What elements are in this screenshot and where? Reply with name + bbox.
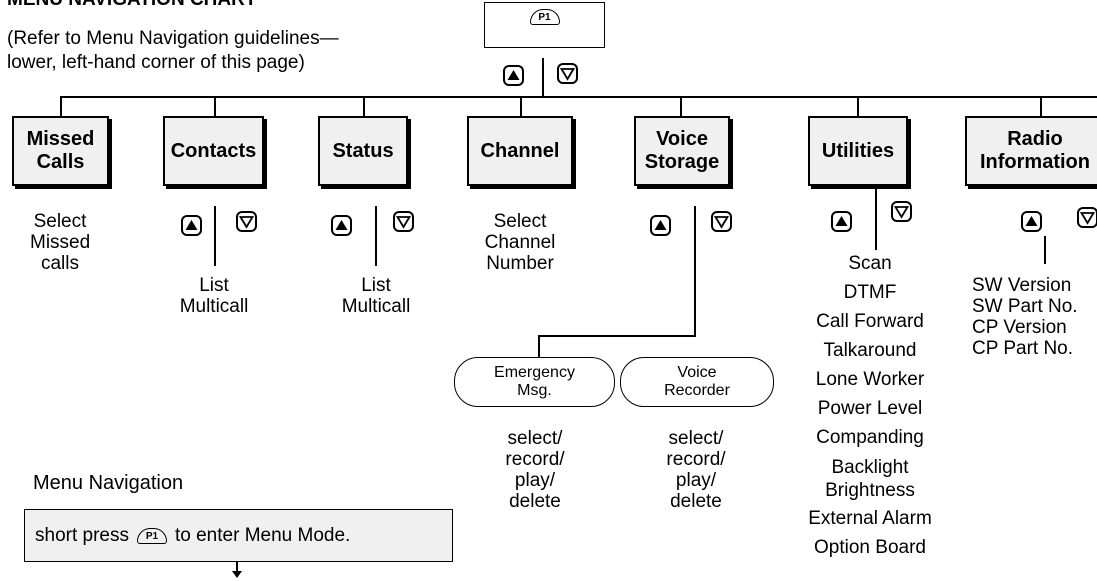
menu-missed-calls[interactable]: Missed Calls	[12, 116, 109, 186]
status-up-button[interactable]	[331, 215, 352, 236]
contacts-up-button[interactable]	[181, 215, 202, 236]
utilities-item: Option Board	[814, 537, 926, 558]
menu-status[interactable]: Status	[318, 116, 408, 186]
arrow-down-icon	[232, 571, 242, 578]
p1-key-icon: P1	[136, 527, 167, 544]
scroll-up-button[interactable]	[503, 65, 524, 86]
menu-navigation-box: short press P1 to enter Menu Mode.	[24, 509, 453, 562]
p1-key-icon: P1	[529, 9, 560, 25]
contacts-desc: List Multicall	[179, 275, 249, 317]
utilities-list: Scan DTMF Call Forward Talkaround Lone W…	[795, 253, 945, 566]
menu-navigation-heading: Menu Navigation	[33, 472, 184, 494]
radio-info-list: SW Version SW Part No. CP Version CP Par…	[972, 275, 1097, 359]
p1-key-box[interactable]: P1	[484, 2, 605, 48]
radio-info-item: SW Part No.	[972, 296, 1078, 317]
voice-recorder-desc: select/ record/ play/ delete	[666, 428, 726, 512]
utilities-item: Talkaround	[823, 340, 917, 361]
status-down-button[interactable]	[393, 211, 414, 232]
menu-navigation-arrow	[236, 562, 238, 576]
utilities-item: Power Level	[817, 398, 923, 419]
divider	[542, 58, 544, 96]
radio-info-down-button[interactable]	[1077, 207, 1097, 228]
radio-info-up-button[interactable]	[1021, 211, 1042, 232]
utilities-item: Call Forward	[816, 311, 924, 332]
chart-title: MENU NAVIGATION CHART	[7, 0, 256, 10]
utilities-up-button[interactable]	[831, 211, 852, 232]
channel-desc: Select Channel Number	[484, 211, 556, 274]
utilities-item: External Alarm	[808, 508, 932, 529]
voice-storage-down-button[interactable]	[711, 211, 732, 232]
voice-storage-up-button[interactable]	[650, 215, 671, 236]
scroll-down-button[interactable]	[557, 63, 578, 84]
menu-channel[interactable]: Channel	[467, 116, 573, 186]
radio-info-item: SW Version	[972, 275, 1072, 296]
status-desc: List Multicall	[341, 275, 411, 317]
emergency-msg-item[interactable]: Emergency Msg.	[454, 357, 615, 407]
radio-info-item: CP Part No.	[972, 338, 1074, 359]
missed-calls-desc: Select Missed calls	[30, 211, 91, 274]
utilities-item: Backlight Brightness	[825, 457, 915, 501]
utilities-item: Companding	[816, 427, 924, 448]
utilities-item: DTMF	[843, 282, 897, 303]
utilities-item: Lone Worker	[815, 369, 925, 390]
utilities-down-button[interactable]	[891, 201, 912, 222]
chart-note: (Refer to Menu Navigation guidelines— lo…	[7, 28, 339, 73]
contacts-down-button[interactable]	[236, 211, 257, 232]
menu-navigation-text: to enter Menu Mode.	[174, 524, 351, 546]
menu-voice-storage[interactable]: Voice Storage	[634, 116, 730, 186]
connector	[60, 96, 1097, 98]
menu-radio-information[interactable]: Radio Information	[965, 116, 1097, 186]
utilities-item: Scan	[848, 253, 892, 274]
emergency-msg-desc: select/ record/ play/ delete	[505, 428, 565, 512]
voice-recorder-item[interactable]: Voice Recorder	[620, 357, 774, 407]
menu-navigation-text: short press	[35, 524, 129, 546]
menu-utilities[interactable]: Utilities	[808, 116, 908, 186]
menu-contacts[interactable]: Contacts	[163, 116, 264, 186]
radio-info-item: CP Version	[972, 317, 1067, 338]
